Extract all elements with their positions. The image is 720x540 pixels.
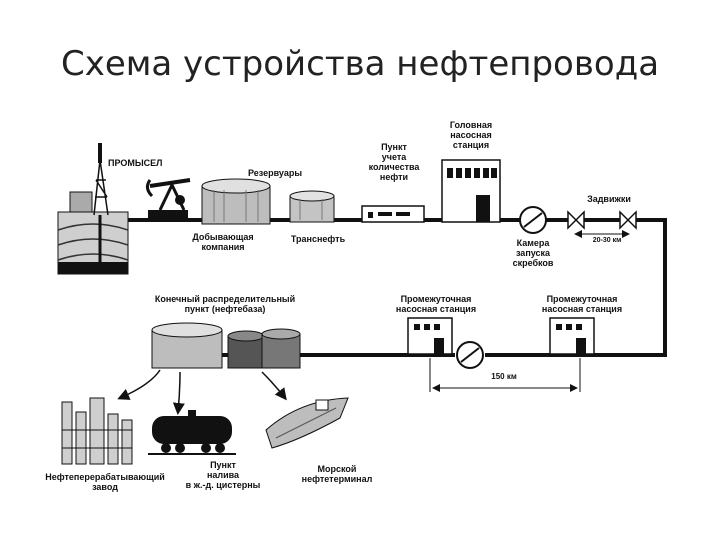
label-dobyvayushchaya: Добывающая компания — [192, 232, 254, 252]
label-transneft: Транснефть — [290, 234, 346, 244]
intermediate-station-icon — [407, 317, 453, 355]
label-punkt-naliva: Пункт налива в ж.-д. цистерны — [185, 460, 261, 490]
label-terminal: Морской нефтетерминал — [301, 464, 373, 484]
refinery-icon — [61, 397, 133, 465]
slide-title: Схема устройства нефтепровода — [60, 44, 660, 84]
label-golovnaya: Головная насосная станция — [449, 120, 493, 150]
reservoir-tank-icon — [289, 190, 335, 223]
label-npz: Нефтеперерабатывающий завод — [45, 472, 165, 492]
pump-symbol-icon — [456, 341, 484, 369]
label-distance-stations: 150 км — [491, 372, 517, 381]
label-promysel: ПРОМЫСЕЛ — [108, 158, 163, 168]
valve-icon — [567, 210, 637, 230]
oil-depot-icon — [151, 322, 301, 369]
reservoir-tank-icon — [201, 178, 271, 225]
label-promezh-2: Промежуточная насосная станция — [541, 294, 623, 314]
label-konechny: Конечный распределительный пункт (нефтеб… — [154, 294, 296, 314]
scraper-chamber-icon — [519, 206, 547, 234]
label-promezh-1: Промежуточная насосная станция — [395, 294, 477, 314]
metering-station-icon — [361, 205, 425, 223]
pump-jack-icon — [145, 178, 191, 218]
oilfield-icon — [57, 143, 129, 275]
distribution-arrows — [117, 369, 287, 415]
head-pumping-station-icon — [441, 159, 501, 223]
label-zadvizhki: Задвижки — [587, 194, 631, 204]
label-distance-valves: 20-30 км — [592, 237, 622, 244]
label-kamera: Камера запуска скребков — [512, 238, 554, 268]
label-rezervuary: Резервуары — [247, 168, 303, 178]
rail-tank-car-icon — [148, 410, 236, 455]
label-punkt-ucheta: Пункт учета количества нефти — [368, 142, 420, 182]
intermediate-station-icon — [549, 317, 595, 355]
tanker-ship-icon — [265, 397, 349, 449]
